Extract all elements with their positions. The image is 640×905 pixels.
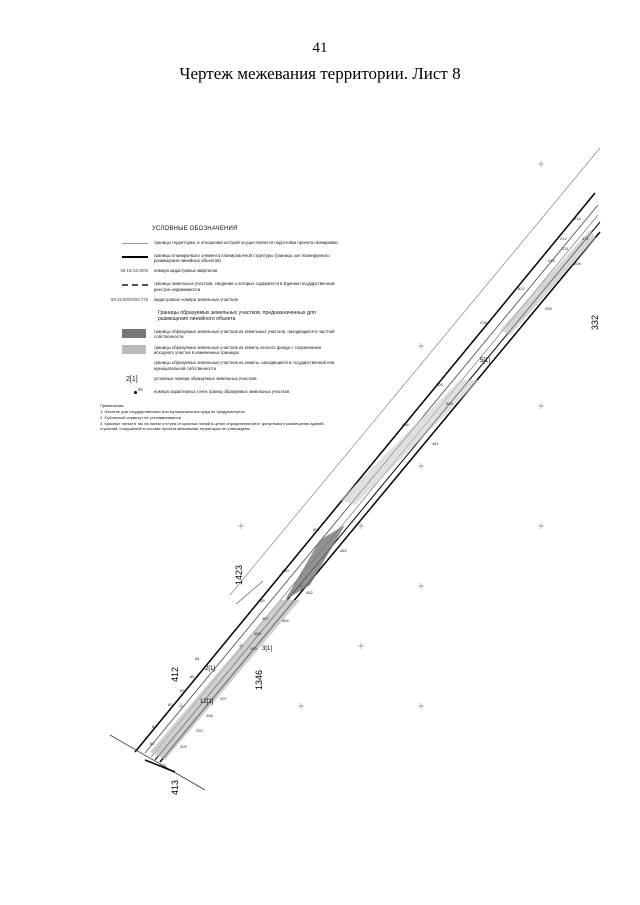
- dim-332: 332: [590, 315, 600, 330]
- zone-upper: [500, 230, 596, 335]
- legend-row: 69:15:03:0000 номера кадастровых квартал…: [100, 268, 340, 276]
- point-label: 605: [446, 401, 453, 406]
- legend-row: границы планируемого элемента планировоч…: [100, 253, 340, 264]
- zone-forest-2: [340, 380, 480, 505]
- legend: УСЛОВНЫЕ ОБОЗНАЧЕНИЯ границы территории,…: [100, 226, 340, 432]
- dim-1346: 1346: [254, 670, 264, 690]
- point-label: 212: [560, 236, 567, 241]
- point-label: 460: [282, 568, 289, 573]
- legend-text: границы планируемого элемента планировоч…: [154, 252, 330, 263]
- legend-title: УСЛОВНЫЕ ОБОЗНАЧЕНИЯ: [152, 226, 238, 232]
- parcel-boundary-symbol: [122, 284, 148, 287]
- legend-text: границы образуемых земельных участков из…: [154, 344, 321, 356]
- parcel-label: 2[1]: [205, 666, 215, 672]
- point-label: 439: [545, 306, 552, 311]
- point-label: 459: [254, 631, 261, 636]
- legend-text: номера характерных точек границ образуем…: [154, 389, 290, 395]
- legend-text: границы территории, в отношении которой …: [154, 239, 338, 245]
- parcel-number-symbol: 2[1]: [126, 376, 138, 384]
- point-number-symbol: 85: [138, 387, 143, 393]
- point-label: 607: [313, 527, 320, 532]
- point-label: 210: [548, 258, 555, 263]
- territory-line-2: [235, 580, 264, 605]
- point-label: 626: [436, 382, 443, 387]
- light-fill-symbol: [122, 344, 146, 354]
- legend-text: номера кадастровых кварталов: [154, 268, 218, 274]
- dim-1423: 1423: [234, 565, 244, 585]
- note-line: Примечания:: [100, 403, 125, 409]
- legend-row: границы образуемых земельных участков из…: [100, 328, 340, 340]
- point-label: 208: [574, 261, 581, 266]
- legend-row: 2[1] условные номера образуемых земельны…: [100, 376, 340, 384]
- boundary-left: [134, 192, 596, 753]
- legend-notes: Примечания: 1. Изъятие для государственн…: [100, 403, 340, 431]
- note-line: 2. Публичный сервитут не устанавливается: [100, 415, 182, 421]
- thin-line-symbol: [122, 242, 148, 244]
- territory-line: [229, 147, 601, 596]
- thick-line-symbol: [122, 255, 148, 258]
- legend-row: границы земельных участков, сведения о к…: [100, 281, 340, 292]
- legend-text: границы образуемых земельных участков из…: [154, 328, 335, 340]
- point-label: 622: [518, 286, 525, 291]
- legend-row: границы территории, в отношении которой …: [100, 240, 340, 248]
- dim-413: 413: [170, 780, 180, 795]
- note-line: 3. Красные линии в так на линии отступа …: [100, 421, 325, 432]
- point-label: 211: [562, 246, 569, 251]
- parcel-label: 3[1]: [262, 646, 272, 652]
- legend-row: 85 номера характерных точек границ образ…: [100, 387, 340, 397]
- page-title: Чертеж межевания территории. Лист 8: [179, 64, 461, 83]
- point-label: 81: [152, 724, 157, 729]
- point-label: 462: [340, 548, 347, 553]
- parcel-label: 5[1]: [480, 358, 490, 364]
- zone-forest: [150, 600, 300, 760]
- point-label: 250: [250, 646, 257, 651]
- point-label: 85: [190, 674, 195, 679]
- legend-row: границы образуемых земельных участков из…: [100, 344, 340, 356]
- legend-text: границы образуемых земельных участков из…: [154, 360, 335, 371]
- legend-subheading: Границы образуемых земельных участков, п…: [158, 309, 316, 323]
- point-label: 209: [180, 744, 187, 749]
- zone-private: [285, 525, 345, 600]
- legend-text: кадастровые номера земельных участков: [154, 296, 238, 302]
- legend-text: границы земельных участков, сведения о к…: [154, 281, 335, 292]
- dim-412: 412: [170, 667, 180, 682]
- dark-fill-symbol: [122, 328, 146, 338]
- point-label: 455: [258, 598, 265, 603]
- grid-crosses: [178, 161, 544, 709]
- point-label: 83: [180, 688, 185, 693]
- road-line-bottom: [109, 734, 206, 791]
- legend-row: границы образуемых земельных участков из…: [100, 360, 340, 371]
- point-label: 406: [402, 422, 409, 427]
- point-label: 82: [168, 702, 173, 707]
- parcel-label: 12[1]: [200, 699, 214, 705]
- point-label: 80: [150, 741, 155, 746]
- point-dot-icon: [134, 391, 137, 395]
- point-label: 452: [306, 590, 313, 595]
- point-label: 214: [574, 216, 581, 221]
- page-number: 41: [312, 40, 328, 56]
- point-label: 207: [220, 696, 227, 701]
- point-label: 220: [196, 728, 203, 733]
- point-label: 461: [432, 441, 439, 446]
- point-label: 84: [195, 656, 200, 661]
- quarter-number-symbol: 69:15:03:0000: [120, 268, 148, 274]
- legend-text: условные номера образуемых земельных уча…: [154, 376, 257, 382]
- point-label: 471: [582, 236, 589, 241]
- point-label: 478: [480, 320, 487, 325]
- point-label: 457: [262, 616, 269, 621]
- note-line: 1. Изъятие для государственных или муниц…: [100, 409, 245, 415]
- road-line-bottom-2: [144, 759, 176, 773]
- point-label: 464: [282, 618, 289, 623]
- point-label: 211: [160, 763, 167, 768]
- cadastral-number-symbol: 69:15:0000000:775: [110, 296, 148, 302]
- point-label: 206: [206, 713, 213, 718]
- legend-row: 69:15:0000000:775 кадастровые номера зем…: [100, 297, 340, 305]
